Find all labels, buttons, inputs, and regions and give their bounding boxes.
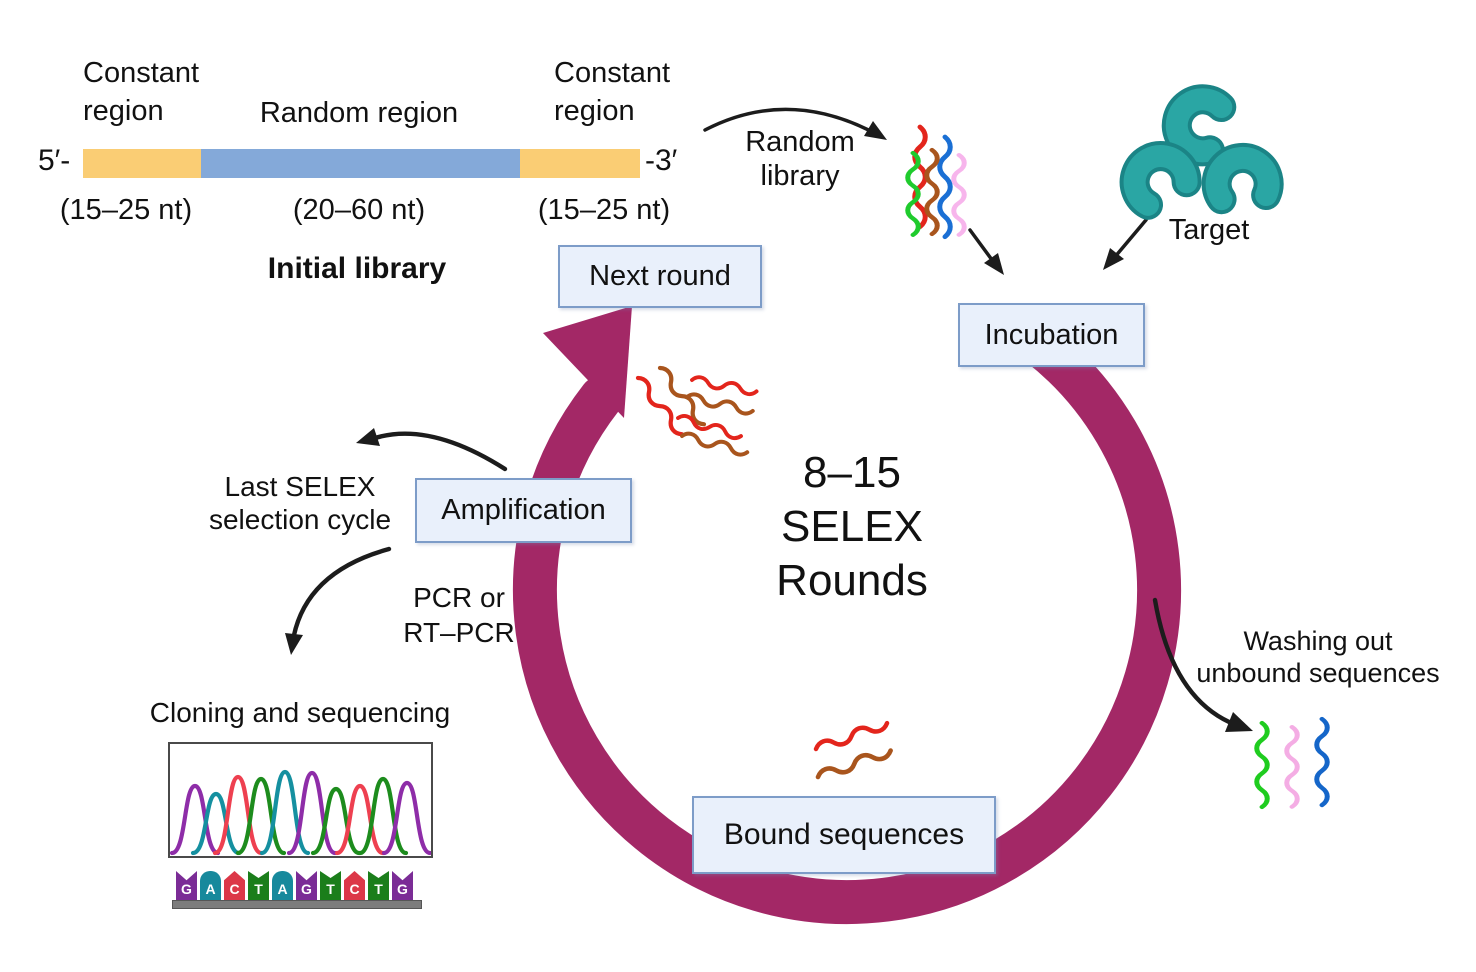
- pcr-line-1: PCR or: [413, 582, 505, 613]
- bound-sequences-node: Bound sequences: [692, 796, 996, 874]
- last-selex-arrowhead-icon: [356, 428, 380, 446]
- cloning-label: Cloning and sequencing: [149, 697, 451, 728]
- amplification-node: Amplification: [415, 478, 632, 543]
- amplification-label: Amplification: [441, 494, 606, 526]
- strand-red-icon: [915, 127, 926, 227]
- washing-line-2: unbound sequences: [1196, 658, 1440, 688]
- connector-arrows: [285, 107, 1253, 732]
- chromatogram: [168, 742, 433, 858]
- bound-sequences-label: Bound sequences: [723, 818, 965, 851]
- library-to-incubation-arrowhead-icon: [984, 253, 1004, 275]
- three-prime-label: -3′: [645, 144, 678, 177]
- base-tab-G: G: [176, 871, 197, 900]
- strand-red-icon: [689, 374, 760, 398]
- target-label: Target: [1168, 214, 1250, 246]
- base-tab-C: C: [224, 871, 245, 900]
- strand-brown-icon: [686, 393, 753, 415]
- strand-pink-icon: [954, 155, 965, 235]
- base-tab-C: C: [344, 871, 365, 900]
- random-library-label: Random library: [745, 126, 855, 192]
- constant-region-left-bar: [83, 149, 201, 178]
- rounds-line-2: SELEX: [781, 502, 923, 551]
- last-selex-line-1: Last SELEX: [224, 471, 376, 502]
- chromatogram-peak-T: [310, 786, 362, 856]
- chromatogram-peak-T: [357, 776, 409, 856]
- bound-strands: [814, 719, 892, 782]
- base-tab-A: A: [272, 871, 293, 900]
- selex-rounds-label: 8–15 SELEX Rounds: [776, 446, 928, 608]
- selex-cycle-ring: [512, 306, 1181, 924]
- target-to-incubation-arrowhead-icon: [1103, 248, 1124, 270]
- pcr-line-2: RT–PCR: [403, 617, 515, 648]
- chromatogram-peaks: [169, 769, 433, 856]
- random-region-label: Random region: [259, 97, 459, 129]
- base-tab-T: T: [368, 871, 389, 900]
- strand-red-icon: [814, 719, 888, 754]
- incubation-label: Incubation: [984, 318, 1119, 351]
- strand-pink-icon: [1287, 727, 1298, 807]
- washing-arrowhead-icon: [1225, 712, 1253, 732]
- washing-label: Washing out unbound sequences: [1196, 625, 1439, 689]
- nt-range-mid-label: (20–60 nt): [292, 194, 426, 226]
- target-molecules: [1127, 91, 1270, 207]
- washing-line-1: Washing out: [1243, 626, 1393, 656]
- next-round-label: Next round: [589, 260, 731, 292]
- washing-arrow: [1152, 597, 1239, 728]
- base-tab-T: T: [320, 871, 341, 900]
- base-tab-G: G: [392, 871, 413, 900]
- target-molecule-icon: [1127, 149, 1191, 207]
- random-region-bar: [201, 149, 520, 178]
- chromatogram-peak-A: [190, 791, 242, 856]
- base-tab-A: A: [200, 871, 221, 900]
- constant-region-right-label: Constant region: [554, 57, 671, 127]
- last-selex-line-2: selection cycle: [208, 504, 392, 535]
- ring-arrowhead-icon: [543, 306, 632, 418]
- random-library-arrow: [703, 107, 882, 138]
- target-molecule-icon: [1215, 156, 1271, 203]
- initial-library-label: Initial library: [267, 252, 447, 285]
- amplified-strands-cluster: [634, 365, 760, 456]
- pcr-label: PCR or RT–PCR: [403, 580, 515, 650]
- strand-blue-icon: [1317, 719, 1328, 805]
- base-tab-T: T: [248, 871, 269, 900]
- strand-green-icon: [1257, 723, 1268, 807]
- rounds-line-1: 8–15: [803, 448, 901, 497]
- washed-strands: [1257, 719, 1328, 807]
- strand-red-icon: [674, 412, 745, 442]
- last-selex-label: Last SELEX selection cycle: [209, 470, 391, 536]
- chromatogram-peak-C: [212, 774, 264, 856]
- chromatogram-peak-G: [286, 770, 338, 856]
- strand-blue-icon: [940, 137, 951, 237]
- chromatogram-peak-C: [334, 783, 386, 856]
- constant-region-right-bar: [520, 149, 640, 178]
- base-tab-G: G: [296, 871, 317, 900]
- cloning-arrowhead-icon: [285, 633, 303, 655]
- rounds-line-3: Rounds: [776, 556, 928, 605]
- random-library-strands: [908, 127, 965, 237]
- ring-arc: [512, 322, 1181, 924]
- chromatogram-peak-G: [381, 780, 433, 856]
- nt-range-left-label: (15–25 nt): [59, 194, 193, 226]
- strand-brown-icon: [927, 150, 938, 234]
- sequence-baseline-bar: [172, 900, 422, 909]
- random-library-arrowhead-icon: [864, 121, 887, 140]
- amplification-to-last-selex-arrow: [369, 431, 508, 472]
- nt-range-right-label: (15–25 nt): [537, 194, 671, 226]
- constant-region-left-label: Constant region: [83, 57, 200, 127]
- chromatogram-peak-G: [169, 783, 221, 856]
- strand-brown-icon: [816, 746, 892, 782]
- five-prime-label: 5′-: [38, 144, 71, 177]
- next-round-node: Next round: [558, 245, 762, 308]
- strand-red-icon: [634, 375, 685, 437]
- incubation-node: Incubation: [958, 303, 1145, 367]
- last-selex-to-cloning-arrow: [290, 546, 392, 643]
- chromatogram-peak-T: [235, 776, 287, 856]
- target-to-incubation-arrow: [1112, 218, 1148, 260]
